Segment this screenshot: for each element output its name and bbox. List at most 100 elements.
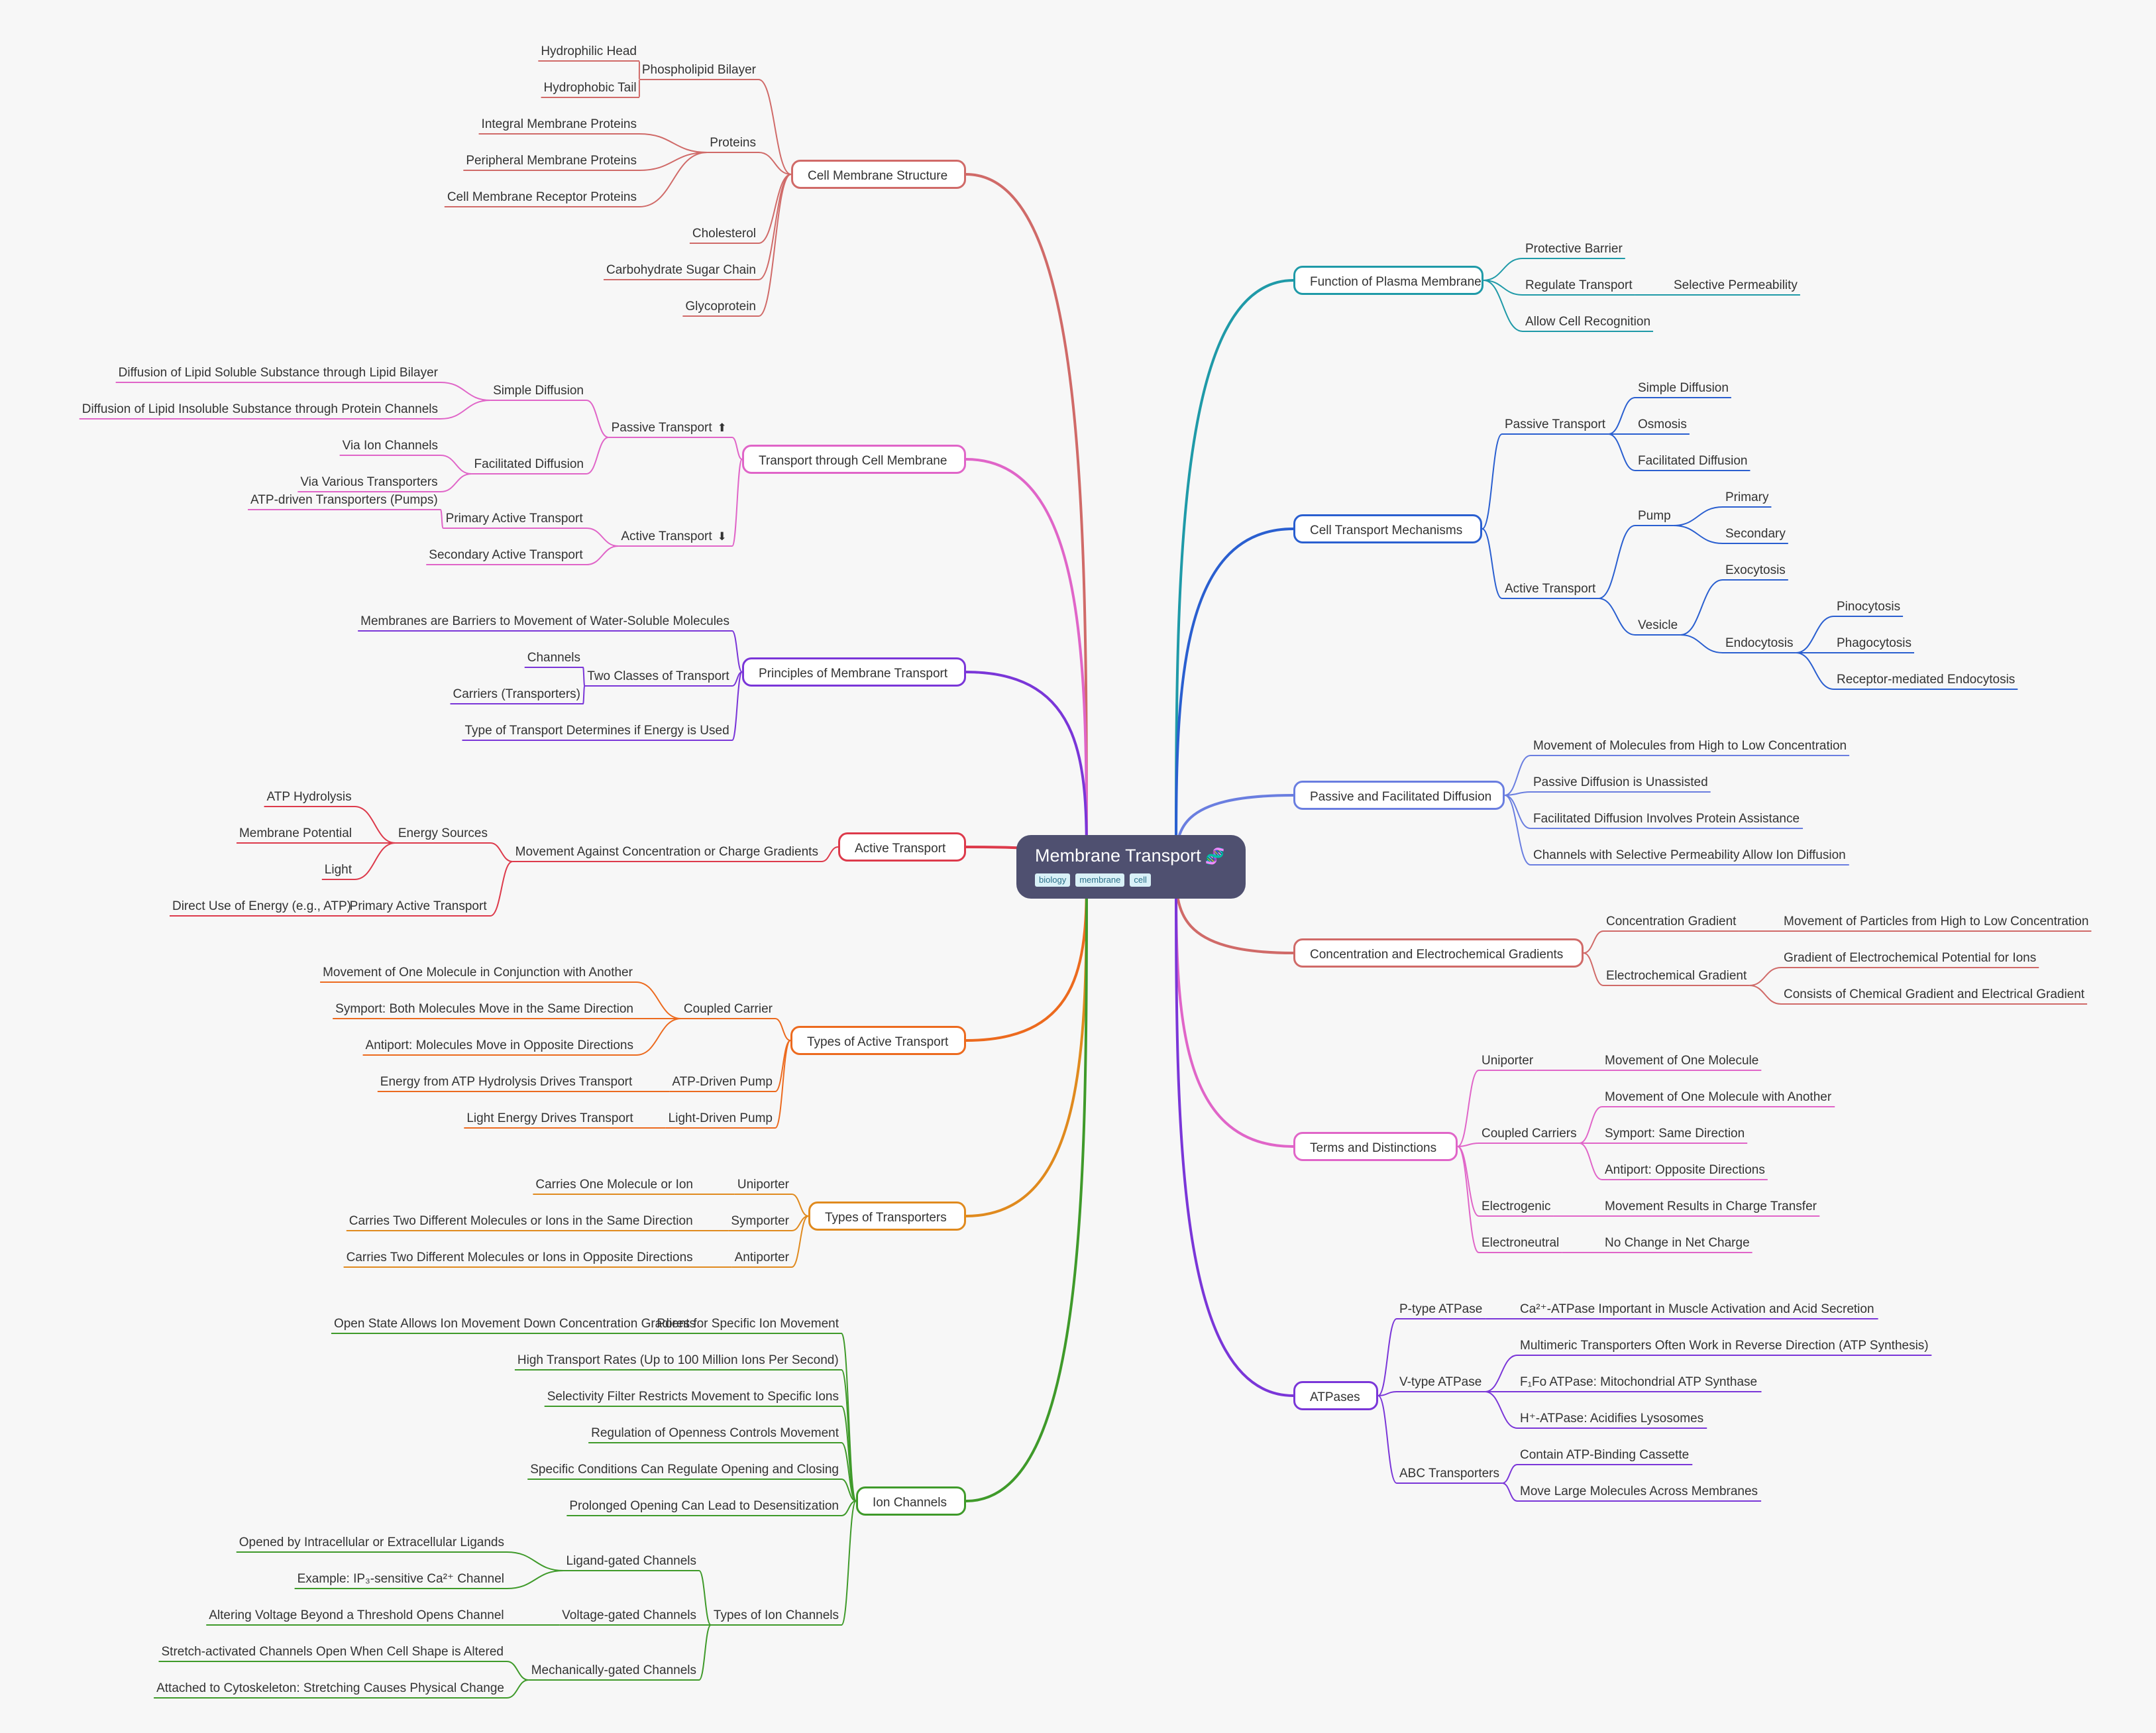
topic-move-large-molecules-across-membranes[interactable]: Move Large Molecules Across Membranes [1517,1484,1760,1500]
topic-via-ion-channels[interactable]: Via Ion Channels [340,438,441,454]
topic-cell-membrane-receptor-proteins[interactable]: Cell Membrane Receptor Proteins [445,190,639,205]
topic-primary-active-transport[interactable]: Primary Active Transport [347,899,490,915]
topic-phagocytosis[interactable]: Phagocytosis [1834,636,1914,651]
topic-energy-sources[interactable]: Energy Sources [396,826,490,842]
topic-simple-diffusion[interactable]: Simple Diffusion [490,383,586,399]
topic-regulation-of-openness-controls-movement[interactable]: Regulation of Openness Controls Movement [588,1426,841,1441]
topic-types-of-ion-channels[interactable]: Types of Ion Channels [711,1608,841,1624]
topic-direct-use-of-energy-e-g-atp[interactable]: Direct Use of Energy (e.g., ATP) [170,899,354,915]
topic-movement-of-one-molecule-with-another[interactable]: Movement of One Molecule with Another [1602,1090,1834,1105]
topic-regulate-transport[interactable]: Regulate Transport [1523,278,1635,294]
branch-atpases[interactable]: ATPases [1293,1381,1378,1410]
tag-cell[interactable]: cell [1130,873,1151,887]
topic-secondary-active-transport[interactable]: Secondary Active Transport [426,547,585,563]
topic-coupled-carriers[interactable]: Coupled Carriers [1479,1126,1580,1142]
topic-carriers-transporters[interactable]: Carriers (Transporters) [451,687,584,702]
topic-contain-atp-binding-cassette[interactable]: Contain ATP-Binding Cassette [1517,1447,1692,1463]
topic-ca-atpase-important-in-muscle-activation-and-aci[interactable]: Ca²⁺-ATPase Important in Muscle Activati… [1517,1302,1877,1317]
topic-atp-hydrolysis[interactable]: ATP Hydrolysis [264,789,354,805]
topic-antiport-opposite-directions[interactable]: Antiport: Opposite Directions [1602,1162,1768,1178]
topic-coupled-carrier[interactable]: Coupled Carrier [681,1001,775,1017]
topic-facilitated-diffusion-involves-protein-assistanc[interactable]: Facilitated Diffusion Involves Protein A… [1531,811,1802,827]
topic-selectivity-filter-restricts-movement-to-specifi[interactable]: Selectivity Filter Restricts Movement to… [545,1389,841,1405]
topic-electrochemical-gradient[interactable]: Electrochemical Gradient [1603,968,1749,984]
topic-allow-cell-recognition[interactable]: Allow Cell Recognition [1523,314,1653,330]
topic-multimeric-transporters-often-work-in-reverse-di[interactable]: Multimeric Transporters Often Work in Re… [1517,1338,1931,1354]
topic-stretch-activated-channels-open-when-cell-shape-[interactable]: Stretch-activated Channels Open When Cel… [159,1644,506,1660]
topic-membranes-are-barriers-to-movement-of-water-solu[interactable]: Membranes are Barriers to Movement of Wa… [358,614,732,630]
topic-carries-two-different-molecules-or-ions-in-the-s[interactable]: Carries Two Different Molecules or Ions … [347,1213,696,1229]
topic-pores-for-specific-ion-movement[interactable]: Pores for Specific Ion Movement [654,1316,841,1332]
branch-transport-through-cell-membrane[interactable]: Transport through Cell Membrane [742,445,966,474]
topic-symport-same-direction[interactable]: Symport: Same Direction [1602,1126,1747,1142]
topic-membrane-potential[interactable]: Membrane Potential [237,826,354,842]
topic-integral-membrane-proteins[interactable]: Integral Membrane Proteins [479,117,639,133]
topic-electrogenic[interactable]: Electrogenic [1479,1199,1554,1215]
tag-biology[interactable]: biology [1035,873,1071,887]
topic-facilitated-diffusion[interactable]: Facilitated Diffusion [472,457,586,473]
topic-two-classes-of-transport[interactable]: Two Classes of Transport [584,669,731,685]
topic-gradient-of-electrochemical-potential-for-ions[interactable]: Gradient of Electrochemical Potential fo… [1781,950,2039,966]
topic-proteins[interactable]: Proteins [707,135,759,151]
topic-concentration-gradient[interactable]: Concentration Gradient [1603,914,1739,930]
topic-carbohydrate-sugar-chain[interactable]: Carbohydrate Sugar Chain [604,262,759,278]
topic-carries-two-different-molecules-or-ions-in-oppos[interactable]: Carries Two Different Molecules or Ions … [344,1250,696,1266]
topic-light-driven-pump[interactable]: Light-Driven Pump [666,1111,775,1127]
topic-atp-driven-pump[interactable]: ATP-Driven Pump [669,1074,775,1090]
topic-p-type-atpase[interactable]: P-type ATPase [1397,1302,1485,1317]
topic-specific-conditions-can-regulate-opening-and-clo[interactable]: Specific Conditions Can Regulate Opening… [527,1462,841,1478]
topic-passive-transport[interactable]: Passive Transport⬆ [609,420,729,436]
topic-movement-of-one-molecule[interactable]: Movement of One Molecule [1602,1053,1761,1069]
topic-abc-transporters[interactable]: ABC Transporters [1397,1466,1502,1482]
topic-receptor-mediated-endocytosis[interactable]: Receptor-mediated Endocytosis [1834,672,2018,688]
branch-concentration-and-electrochemical-gradients[interactable]: Concentration and Electrochemical Gradie… [1293,938,1584,968]
branch-types-of-transporters[interactable]: Types of Transporters [808,1202,966,1231]
branch-cell-transport-mechanisms[interactable]: Cell Transport Mechanisms [1293,514,1482,543]
topic-hydrophobic-tail[interactable]: Hydrophobic Tail [541,80,639,96]
topic-glycoprotein[interactable]: Glycoprotein [682,299,759,315]
topic-primary-active-transport[interactable]: Primary Active Transport [443,511,586,527]
topic-movement-against-concentration-or-charge-gradien[interactable]: Movement Against Concentration or Charge… [513,844,821,860]
branch-principles-of-membrane-transport[interactable]: Principles of Membrane Transport [742,657,966,687]
topic-primary[interactable]: Primary [1723,490,1771,506]
root-topic[interactable]: Membrane Transport🧬 biology membrane cel… [1016,835,1246,899]
topic-no-change-in-net-charge[interactable]: No Change in Net Charge [1602,1235,1752,1251]
topic-v-type-atpase[interactable]: V-type ATPase [1397,1374,1484,1390]
tag-membrane[interactable]: membrane [1075,873,1125,887]
topic-high-transport-rates-up-to-100-million-ions-per-[interactable]: High Transport Rates (Up to 100 Million … [515,1353,841,1369]
topic-altering-voltage-beyond-a-threshold-opens-channe[interactable]: Altering Voltage Beyond a Threshold Open… [206,1608,506,1624]
topic-open-state-allows-ion-movement-down-concentratio[interactable]: Open State Allows Ion Movement Down Conc… [331,1316,698,1332]
topic-antiport-molecules-move-in-opposite-directions[interactable]: Antiport: Molecules Move in Opposite Dir… [363,1038,636,1054]
topic-channels[interactable]: Channels [525,650,583,666]
topic-energy-from-atp-hydrolysis-drives-transport[interactable]: Energy from ATP Hydrolysis Drives Transp… [378,1074,635,1090]
branch-cell-membrane-structure[interactable]: Cell Membrane Structure [791,160,966,189]
topic-h-atpase-acidifies-lysosomes[interactable]: H⁺-ATPase: Acidifies Lysosomes [1517,1411,1706,1427]
topic-phospholipid-bilayer[interactable]: Phospholipid Bilayer [639,62,759,78]
branch-passive-and-facilitated-diffusion[interactable]: Passive and Facilitated Diffusion [1293,781,1505,810]
topic-passive-transport[interactable]: Passive Transport [1502,417,1608,433]
topic-opened-by-intracellular-or-extracellular-ligands[interactable]: Opened by Intracellular or Extracellular… [237,1535,507,1551]
topic-movement-of-one-molecule-in-conjunction-with-ano[interactable]: Movement of One Molecule in Conjunction … [320,965,635,981]
topic-movement-results-in-charge-transfer[interactable]: Movement Results in Charge Transfer [1602,1199,1819,1215]
topic-antiporter[interactable]: Antiporter [732,1250,792,1266]
topic-endocytosis[interactable]: Endocytosis [1723,636,1796,651]
topic-diffusion-of-lipid-soluble-substance-through-lip[interactable]: Diffusion of Lipid Soluble Substance thr… [116,365,441,381]
topic-uniporter[interactable]: Uniporter [735,1177,792,1193]
topic-hydrophilic-head[interactable]: Hydrophilic Head [538,44,639,60]
topic-diffusion-of-lipid-insoluble-substance-through-p[interactable]: Diffusion of Lipid Insoluble Substance t… [80,402,441,418]
topic-via-various-transporters[interactable]: Via Various Transporters [297,475,440,490]
topic-cholesterol[interactable]: Cholesterol [690,226,759,242]
branch-terms-and-distinctions[interactable]: Terms and Distinctions [1293,1132,1458,1161]
topic-symporter[interactable]: Symporter [728,1213,792,1229]
branch-ion-channels[interactable]: Ion Channels [856,1486,966,1516]
topic-channels-with-selective-permeability-allow-ion-d[interactable]: Channels with Selective Permeability All… [1531,848,1849,864]
topic-movement-of-particles-from-high-to-low-concentra[interactable]: Movement of Particles from High to Low C… [1781,914,2091,930]
topic-symport-both-molecules-move-in-the-same-directio[interactable]: Symport: Both Molecules Move in the Same… [333,1001,636,1017]
topic-ligand-gated-channels[interactable]: Ligand-gated Channels [564,1553,700,1569]
topic-carries-one-molecule-or-ion[interactable]: Carries One Molecule or Ion [533,1177,696,1193]
topic-atp-driven-transporters-pumps[interactable]: ATP-driven Transporters (Pumps) [248,492,441,508]
topic-mechanically-gated-channels[interactable]: Mechanically-gated Channels [529,1663,699,1679]
topic-facilitated-diffusion[interactable]: Facilitated Diffusion [1635,453,1750,469]
topic-pump[interactable]: Pump [1635,508,1674,524]
branch-active-transport[interactable]: Active Transport [838,832,966,862]
